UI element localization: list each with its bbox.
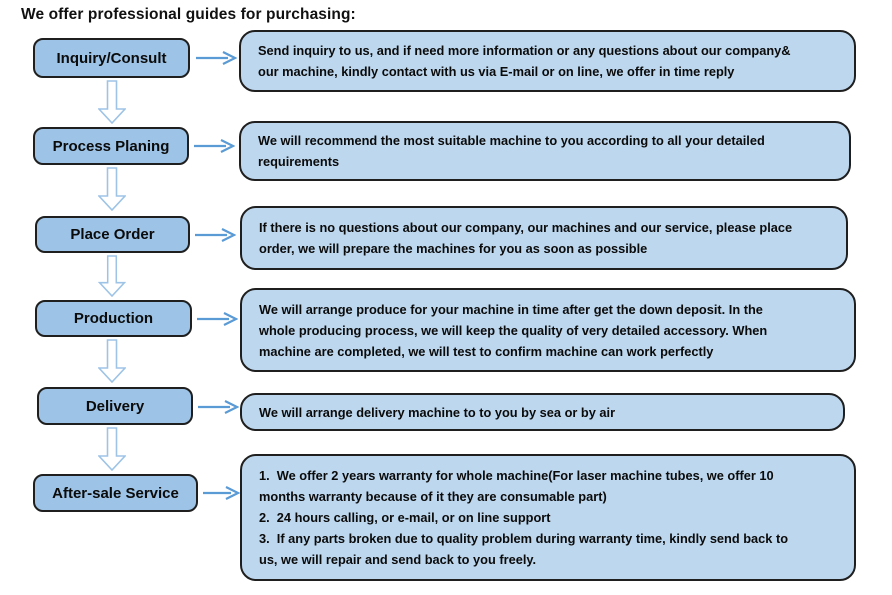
down-arrow-icon xyxy=(98,80,126,124)
down-arrow-icon xyxy=(98,427,126,471)
description-box: 1. We offer 2 years warranty for whole m… xyxy=(240,454,856,581)
right-arrow-icon xyxy=(203,486,240,500)
step-label: Production xyxy=(73,310,154,327)
right-arrow-icon xyxy=(196,51,237,65)
down-arrow-icon xyxy=(98,339,126,383)
description-text: Send inquiry to us, and if need more inf… xyxy=(258,43,791,79)
step-label: Delivery xyxy=(85,397,145,415)
step-label: After-sale Service xyxy=(52,484,179,502)
step-box-place-order: Place Order xyxy=(35,216,190,253)
right-arrow-icon xyxy=(198,400,239,414)
description-text: 1. We offer 2 years warranty for whole m… xyxy=(259,468,789,567)
step-label: Process Planing xyxy=(52,137,170,155)
description-text: We will arrange delivery machine to to y… xyxy=(259,404,616,420)
description-box: We will arrange produce for your machine… xyxy=(240,288,856,372)
description-box: We will recommend the most suitable mach… xyxy=(239,121,851,181)
description-text: If there is no questions about our compa… xyxy=(259,220,793,256)
right-arrow-icon xyxy=(194,139,235,153)
step-label: Inquiry/Consult xyxy=(56,49,167,67)
step-box-delivery: Delivery xyxy=(37,387,193,425)
description-box: We will arrange delivery machine to to y… xyxy=(240,393,845,431)
step-label: Place Order xyxy=(70,226,155,243)
description-text: We will arrange produce for your machine… xyxy=(259,301,768,359)
description-text: We will recommend the most suitable mach… xyxy=(258,133,765,169)
step-box-inquiry-consult: Inquiry/Consult xyxy=(33,38,190,78)
step-box-production: Production xyxy=(35,300,192,337)
description-box: Send inquiry to us, and if need more inf… xyxy=(239,30,856,92)
description-box: If there is no questions about our compa… xyxy=(240,206,848,270)
step-box-process-planing: Process Planing xyxy=(33,127,189,165)
page-title: We offer professional guides for purchas… xyxy=(21,6,356,23)
down-arrow-icon xyxy=(98,255,126,297)
right-arrow-icon xyxy=(197,312,238,326)
down-arrow-icon xyxy=(98,167,126,211)
step-box-after-sale-service: After-sale Service xyxy=(33,474,198,512)
right-arrow-icon xyxy=(195,228,236,242)
